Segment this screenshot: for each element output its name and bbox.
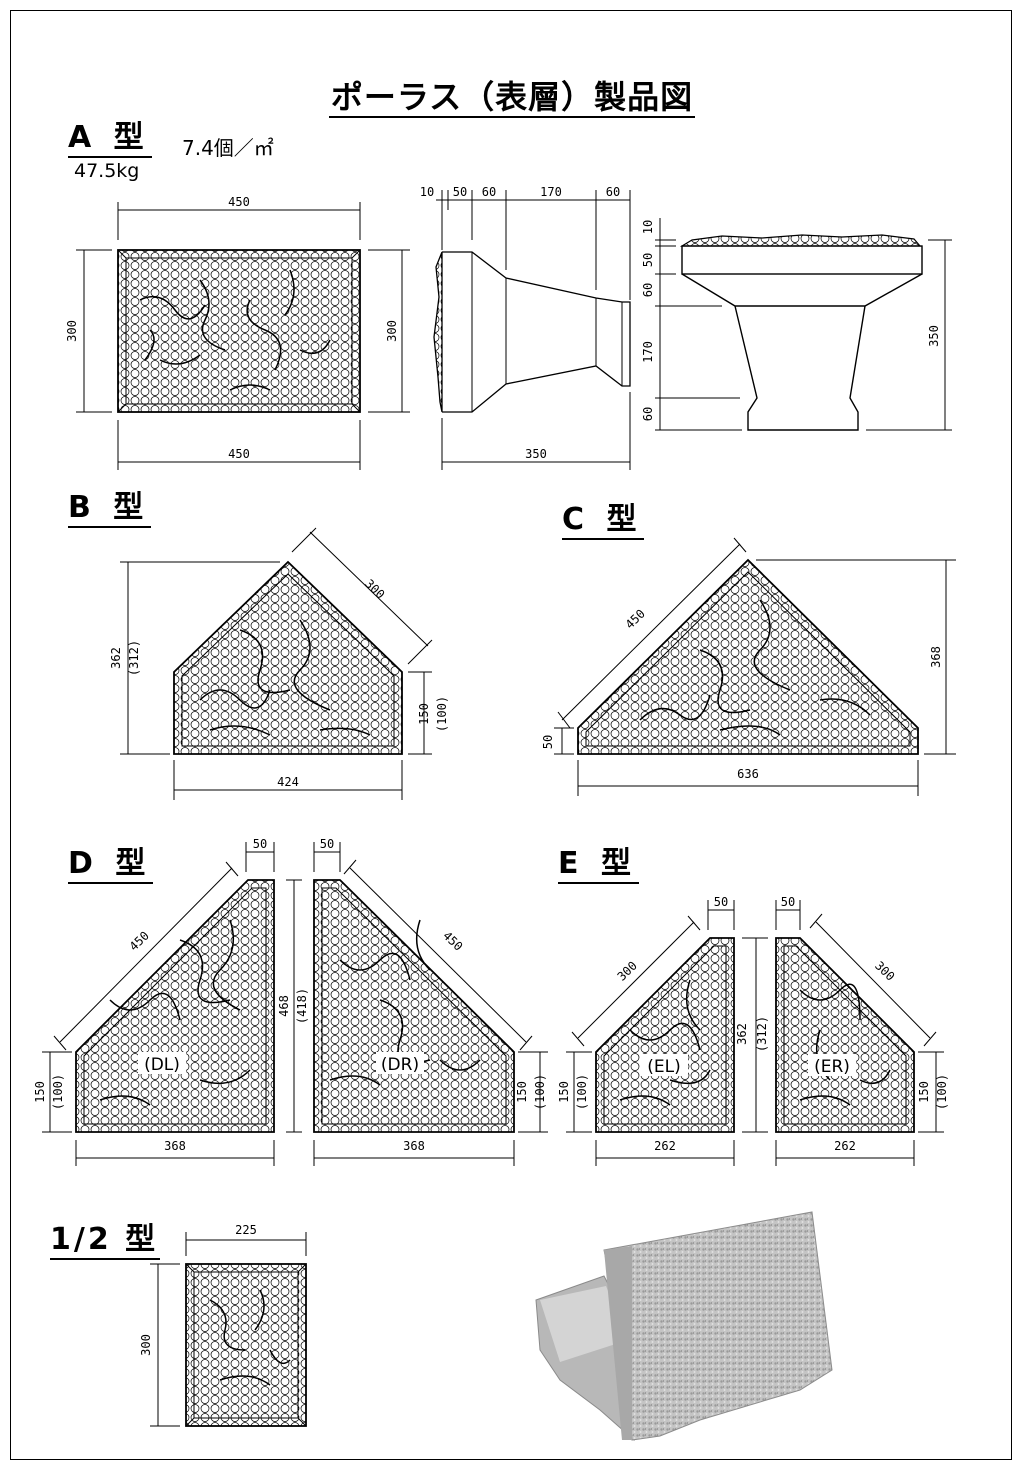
label-er: (ER)	[814, 1057, 850, 1077]
dim-e-100-left: (100)	[575, 1074, 589, 1110]
dim-a-side-60b: 60	[606, 185, 620, 199]
dim-b-150: 150	[417, 703, 431, 725]
type-a-side-view	[433, 251, 631, 413]
label-dr: (DR)	[381, 1055, 419, 1075]
dim-d-50-left: 50	[253, 837, 267, 851]
dim-e-100-right: (100)	[935, 1074, 949, 1110]
dim-d-368-right: 368	[403, 1139, 425, 1153]
type-e-left-drawing	[595, 937, 735, 1133]
type-e-right-drawing	[775, 937, 915, 1133]
type-b-label: B 型	[68, 490, 152, 528]
dim-a-side-350: 350	[525, 447, 547, 461]
dim-c-50: 50	[541, 735, 555, 749]
dim-d-468: 468	[277, 995, 291, 1017]
page-title: ポーラス（表層）製品図	[328, 78, 696, 118]
dimension-labels: 450 450 300 300 10 50 60 170 60 350 10 5…	[33, 185, 949, 1356]
dim-d-368-left: 368	[164, 1139, 186, 1153]
dim-b-312: (312)	[127, 640, 141, 676]
label-dl: (DL)	[144, 1055, 180, 1075]
dim-e-262-right: 262	[834, 1139, 856, 1153]
dim-d-100-right: (100)	[533, 1074, 547, 1110]
dim-d-150-left: 150	[33, 1081, 47, 1103]
dim-a-front-350: 350	[927, 325, 941, 347]
dim-b-100: (100)	[435, 696, 449, 732]
drawing-frame	[10, 10, 1012, 1460]
type-d-right-drawing	[313, 879, 515, 1133]
dim-c-368: 368	[929, 646, 943, 668]
dim-a-side-50: 50	[453, 185, 467, 199]
dim-d-150-right: 150	[515, 1081, 529, 1103]
type-e-label: E 型	[558, 846, 639, 884]
type-a-label: A 型	[68, 120, 152, 158]
dim-e-150-left: 150	[557, 1081, 571, 1103]
dim-d-418: (418)	[295, 988, 309, 1024]
dim-a-bottom: 450	[228, 447, 250, 461]
dim-e-50-right: 50	[781, 895, 795, 909]
dim-a-side-170: 170	[540, 185, 562, 199]
label-el: (EL)	[647, 1057, 680, 1077]
dim-a-front-10: 10	[641, 220, 655, 234]
piece-labels: (DL) (DR) (EL) (ER)	[138, 1052, 856, 1077]
type-a-front-view	[679, 234, 923, 431]
dim-e-262-left: 262	[654, 1139, 676, 1153]
dim-a-front-60b: 60	[641, 407, 655, 421]
type-a-plan	[117, 249, 361, 413]
dim-a-front-50: 50	[641, 253, 655, 267]
dim-e-362: 362	[735, 1023, 749, 1045]
type-half-drawing	[185, 1263, 307, 1427]
type-a-density: 7.4個／㎡	[182, 136, 274, 160]
dim-a-right: 300	[385, 320, 399, 342]
dim-a-side-60a: 60	[482, 185, 496, 199]
type-c-drawing	[577, 558, 919, 755]
dim-a-top: 450	[228, 195, 250, 209]
type-a-weight: 47.5kg	[74, 160, 140, 182]
dim-a-front-60a: 60	[641, 283, 655, 297]
type-d-left-drawing	[75, 879, 275, 1133]
dim-d-100-left: (100)	[51, 1074, 65, 1110]
dim-e-150-right: 150	[917, 1081, 931, 1103]
dim-b-424: 424	[277, 775, 299, 789]
type-b-drawing	[173, 560, 403, 755]
dim-a-side-10: 10	[420, 185, 434, 199]
dim-e-50-left: 50	[714, 895, 728, 909]
dim-a-front-170: 170	[641, 341, 655, 363]
dim-e-312: (312)	[755, 1016, 769, 1052]
dim-half-300: 300	[139, 1334, 153, 1356]
dim-b-362: 362	[109, 647, 123, 669]
dim-c-636: 636	[737, 767, 759, 781]
type-c-label: C 型	[562, 502, 645, 540]
type-half-label: 1/2 型	[50, 1222, 161, 1260]
dim-a-left: 300	[65, 320, 79, 342]
type-d-label: D 型	[68, 846, 154, 884]
dim-half-225: 225	[235, 1223, 257, 1237]
dim-d-50-right: 50	[320, 837, 334, 851]
